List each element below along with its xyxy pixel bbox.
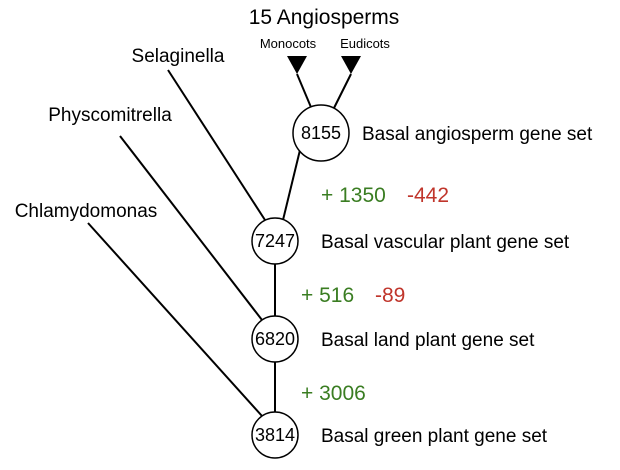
monocots-branch [296,73,314,113]
selaginella-label: Selaginella [132,46,225,67]
monocots-clade-triangle [287,56,307,74]
node-basal-green-plant [251,411,299,459]
node-label-basal-vascular-plant: Basal vascular plant gene set [321,232,570,253]
node-count-basal-angiosperm: 8155 [301,123,341,143]
physcomitrella-label: Physcomitrella [48,105,172,126]
node-label-basal-land-plant: Basal land plant gene set [321,330,535,351]
chlamydomonas-branch [87,222,263,417]
eudicots-label: Eudicots [340,36,390,51]
node-count-basal-green-plant: 3814 [255,425,295,445]
node-label-basal-angiosperm: Basal angiosperm gene set [362,124,593,145]
node-count-basal-land-plant: 6820 [255,329,295,349]
node-basal-angiosperm [292,104,350,162]
node-count-basal-vascular-plant: 7247 [255,231,295,251]
loss-count-vascular: -89 [375,284,405,307]
node-basal-vascular-plant [251,217,299,265]
eudicots-clade-triangle [341,56,361,74]
node-label-basal-green-plant: Basal green plant gene set [321,426,548,447]
node-basal-land-plant [251,315,299,363]
physcomitrella-branch [119,135,263,321]
eudicots-branch [331,73,352,113]
loss-count-angiosperm: -442 [407,184,449,207]
chlamydomonas-label: Chlamydomonas [15,201,158,222]
gain-count-vascular: + 516 [301,284,354,307]
angiosperm-to-vascular-branch [282,149,301,221]
gain-count-land: + 3006 [301,382,366,405]
monocots-label: Monocots [260,36,317,51]
angiosperms-title: 15 Angiosperms [249,6,400,29]
selaginella-branch [167,69,266,221]
gain-count-angiosperm: + 1350 [321,184,386,207]
